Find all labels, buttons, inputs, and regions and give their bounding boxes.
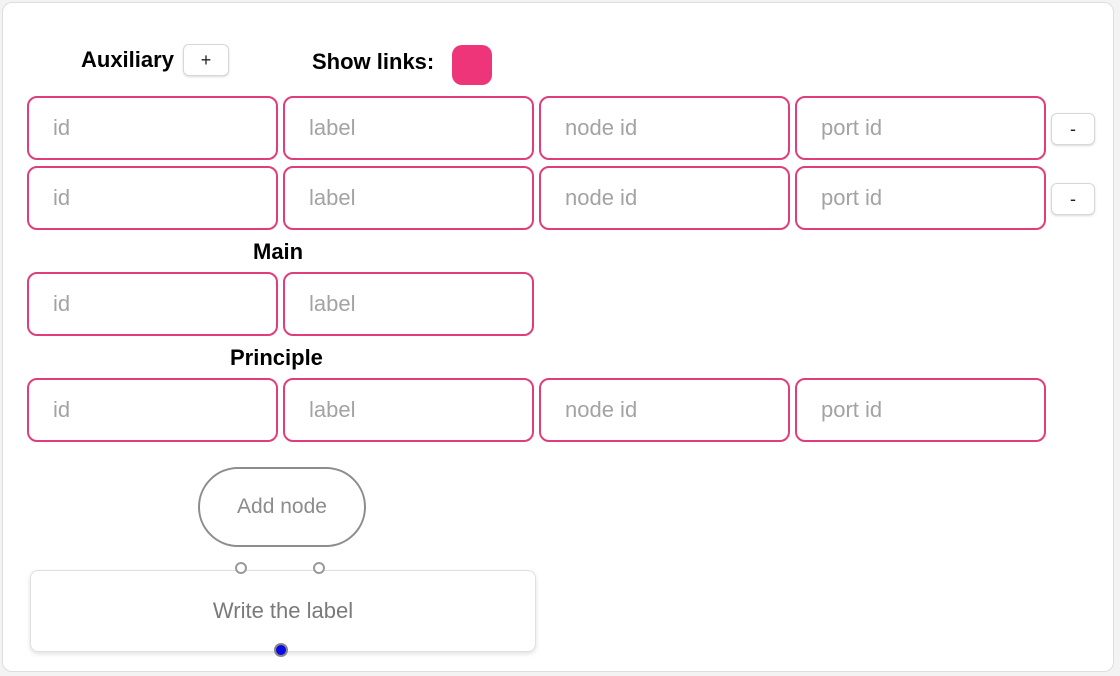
- auxiliary-node-id-input[interactable]: [539, 96, 790, 160]
- auxiliary-port-handle[interactable]: [235, 562, 247, 574]
- principle-heading: Principle: [230, 345, 323, 370]
- auxiliary-label-input[interactable]: [283, 166, 534, 230]
- main-label-input[interactable]: [283, 272, 534, 336]
- auxiliary-heading: Auxiliary: [81, 47, 174, 72]
- remove-auxiliary-button[interactable]: -: [1051, 113, 1095, 145]
- auxiliary-id-input[interactable]: [27, 166, 278, 230]
- auxiliary-node-id-input[interactable]: [539, 166, 790, 230]
- main-id-input[interactable]: [27, 272, 278, 336]
- principle-label-input[interactable]: [283, 378, 534, 442]
- auxiliary-port-handle[interactable]: [313, 562, 325, 574]
- principal-port-handle[interactable]: [274, 643, 288, 657]
- show-links-label: Show links:: [312, 49, 435, 74]
- auxiliary-label-input[interactable]: [283, 96, 534, 160]
- principle-node-id-input[interactable]: [539, 378, 790, 442]
- show-links-toggle[interactable]: [452, 45, 492, 85]
- principle-port-id-input[interactable]: [795, 378, 1046, 442]
- node-preview-card[interactable]: Write the label: [30, 570, 536, 652]
- auxiliary-port-id-input[interactable]: [795, 166, 1046, 230]
- node-preview-label: Write the label: [212, 598, 354, 623]
- add-node-button[interactable]: Add node: [198, 467, 366, 547]
- main-heading: Main: [253, 239, 304, 264]
- remove-auxiliary-button[interactable]: -: [1051, 183, 1095, 215]
- auxiliary-port-id-input[interactable]: [795, 96, 1046, 160]
- auxiliary-id-input[interactable]: [27, 96, 278, 160]
- principle-id-input[interactable]: [27, 378, 278, 442]
- add-auxiliary-button[interactable]: +: [183, 44, 229, 76]
